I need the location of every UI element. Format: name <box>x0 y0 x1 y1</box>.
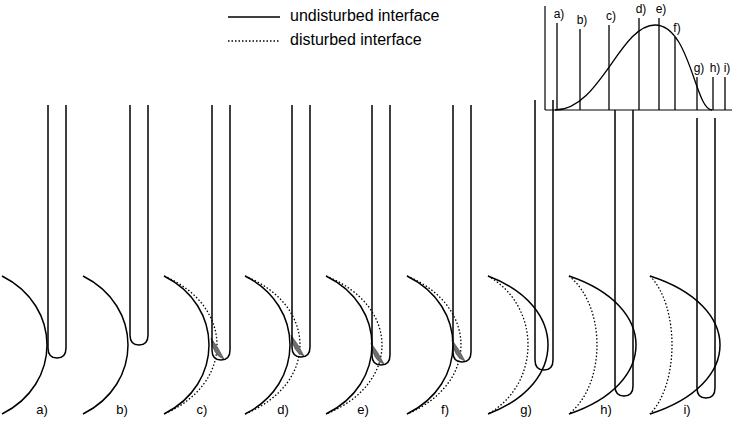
undisturbed-interface <box>2 276 47 414</box>
undisturbed-interface <box>164 276 209 414</box>
probe-tube <box>615 110 633 396</box>
inset-label: e) <box>656 3 667 15</box>
pulse-curve <box>555 25 712 110</box>
probe-tube <box>453 105 471 362</box>
inset-label: i) <box>724 62 731 74</box>
time-marker <box>674 37 675 110</box>
panel-label: h) <box>600 403 612 416</box>
disturbed-interface <box>650 276 672 414</box>
panel-label: b) <box>116 403 128 416</box>
time-marker <box>712 77 713 110</box>
undisturbed-interface <box>326 276 372 414</box>
legend-text: disturbed interface <box>290 32 422 48</box>
probe-tube <box>292 105 310 357</box>
panel-label: c) <box>197 403 208 416</box>
time-marker <box>658 18 659 110</box>
panel-label: f) <box>441 403 449 416</box>
inset-label: g) <box>694 62 705 74</box>
probe-tube <box>48 105 66 358</box>
time-marker <box>724 77 725 110</box>
panel-label: e) <box>357 403 369 416</box>
inset-label: a) <box>554 8 565 20</box>
legend-text: undisturbed interface <box>290 8 439 24</box>
inset-label: d) <box>636 3 647 15</box>
undisturbed-interface <box>407 276 453 414</box>
probe-tube <box>212 105 230 360</box>
panel-label: g) <box>520 403 532 416</box>
time-marker <box>579 29 580 110</box>
probe-tube <box>130 105 148 345</box>
inset-axis <box>544 6 545 110</box>
time-marker <box>638 18 639 110</box>
probe-tube <box>372 105 390 365</box>
undisturbed-interface <box>569 276 636 414</box>
inset-label: c) <box>606 10 616 22</box>
panel-label: a) <box>36 403 48 416</box>
panel-label: i) <box>683 403 690 416</box>
undisturbed-interface <box>488 276 548 414</box>
time-marker <box>608 25 609 110</box>
inset-label: f) <box>673 22 680 34</box>
disturbed-interface <box>488 276 528 414</box>
disturbed-interface <box>569 276 597 414</box>
panel-label: d) <box>277 403 289 416</box>
inset-label: b) <box>577 14 588 26</box>
time-marker <box>556 23 557 110</box>
undisturbed-interface <box>245 276 290 414</box>
probe-tube <box>697 118 715 398</box>
disturbed-interface <box>326 276 382 414</box>
inset-label: h) <box>710 62 721 74</box>
disturbed-interface <box>164 276 217 414</box>
undisturbed-interface <box>650 276 720 414</box>
time-marker <box>696 77 697 110</box>
probe-tube <box>535 100 553 370</box>
legend-solid-line <box>228 16 280 18</box>
undisturbed-interface <box>83 276 128 414</box>
legend-dotted-line <box>228 40 280 42</box>
